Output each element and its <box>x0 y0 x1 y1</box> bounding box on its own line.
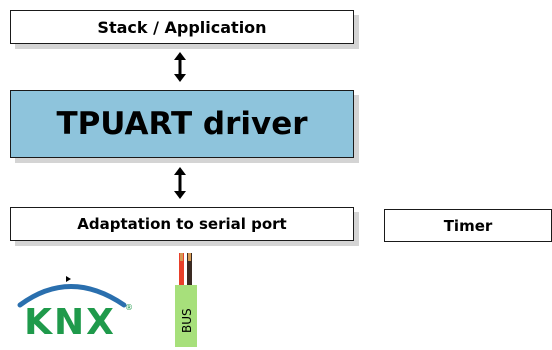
registered-mark: ® <box>125 303 133 312</box>
timer-label: Timer <box>443 216 493 235</box>
tpuart-driver-box: TPUART driver <box>10 90 354 158</box>
knx-arc <box>17 284 127 308</box>
serial-port-adaptation-label: Adaptation to serial port <box>77 215 287 233</box>
serial-port-adaptation-box: Adaptation to serial port <box>10 207 354 241</box>
double-arrow-icon <box>174 52 186 82</box>
knx-logo-text: KNX <box>24 302 116 342</box>
timer-box: Timer <box>384 209 552 242</box>
knx-marker-icon <box>66 276 71 282</box>
double-arrow-icon <box>174 167 186 199</box>
bus-label: BUS <box>180 308 194 333</box>
knx-logo: KNX ® <box>17 276 133 342</box>
bus-cable-icon: BUS <box>175 253 197 347</box>
tpuart-driver-label: TPUART driver <box>56 106 308 142</box>
cable-sheath <box>175 285 197 347</box>
dark-wire-tip <box>188 253 191 261</box>
dark-wire <box>187 253 192 287</box>
red-wire-tip <box>180 253 183 261</box>
red-wire <box>179 253 184 287</box>
stack-application-label: Stack / Application <box>97 17 267 37</box>
stack-application-box: Stack / Application <box>10 10 354 44</box>
